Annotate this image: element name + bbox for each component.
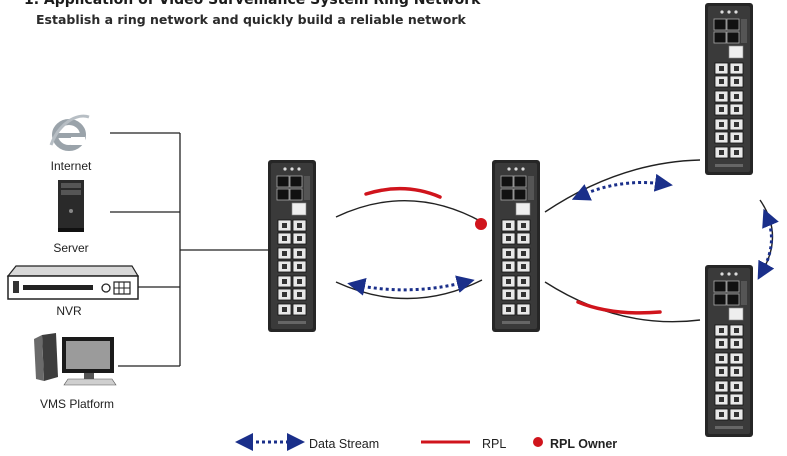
switch-bottom-right [704, 264, 754, 438]
rpl-links [364, 186, 662, 315]
label-vms-platform: VMS Platform [39, 397, 114, 411]
diagram-subtitle: Establish a ring network and quickly bui… [36, 12, 466, 27]
legend-rpl-owner-icon [533, 437, 543, 447]
switch-center [491, 159, 541, 333]
desktop-computer-icon [34, 333, 117, 386]
device-links [110, 132, 268, 367]
internet-explorer-icon [49, 114, 90, 151]
legend-data-stream-label: Data Stream [309, 437, 380, 451]
nvr-recorder-icon [6, 265, 140, 300]
label-server: Server [53, 241, 89, 255]
rpl-owner-dot [475, 218, 487, 230]
legend-rpl-label: RPL [482, 437, 507, 451]
label-internet: Internet [50, 159, 92, 173]
label-nvr: NVR [56, 304, 82, 318]
data-stream-arrows [347, 173, 779, 296]
diagram-title: 1. Application of Video Surveillance Sys… [24, 0, 481, 8]
switch-top-right [704, 2, 754, 176]
legend-rpl-owner-label: RPL Owner [550, 437, 618, 451]
server-tower-icon [58, 180, 84, 232]
switch-left [267, 159, 317, 333]
